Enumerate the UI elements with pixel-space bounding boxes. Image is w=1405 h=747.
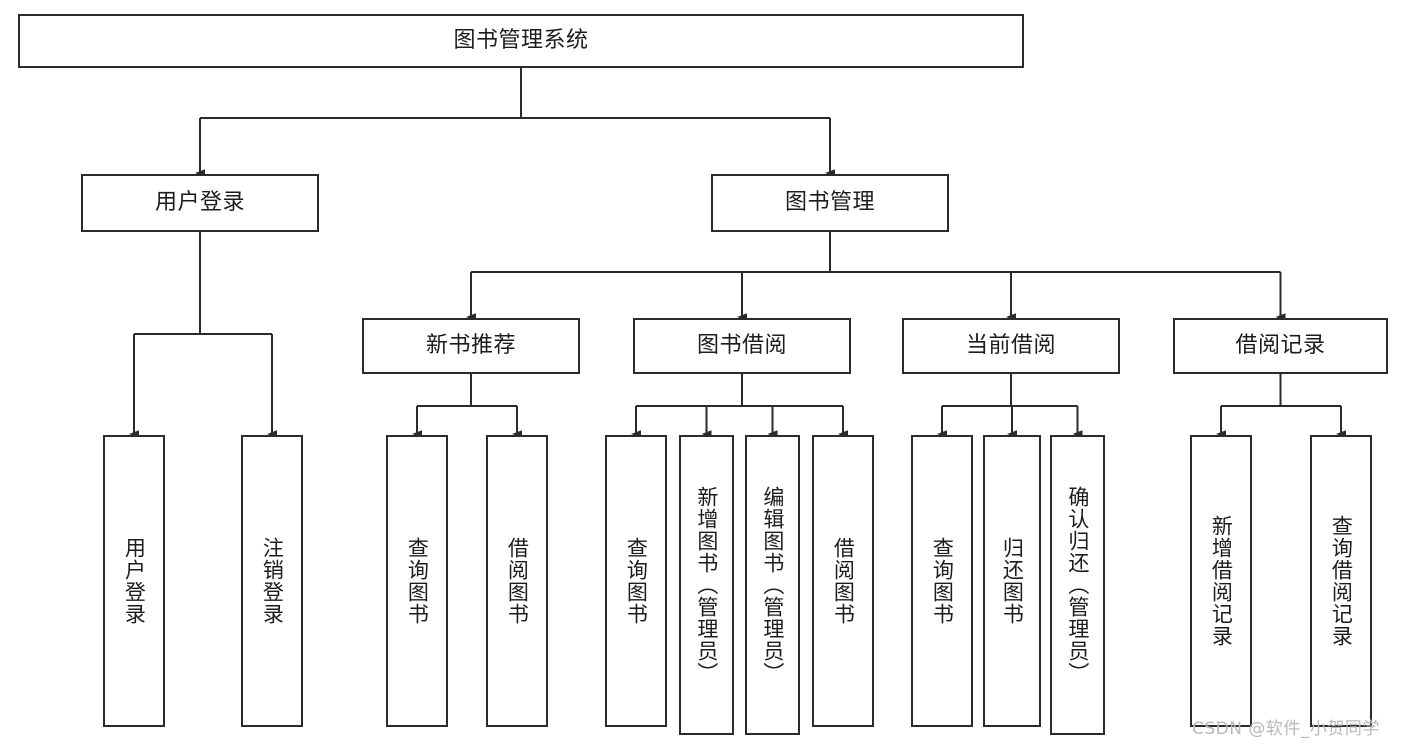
node-leaf-query-book-1-label: 查询图书 (405, 537, 430, 625)
node-leaf-add-borrow-record[interactable]: 新增借阅记录 (1190, 435, 1252, 727)
node-leaf-return-book-label: 归还图书 (1000, 537, 1025, 625)
node-leaf-user-login[interactable]: 用户登录 (103, 435, 165, 727)
node-leaf-query-book-1[interactable]: 查询图书 (386, 435, 448, 727)
csdn-watermark: CSDN @软件_小贺同学 (1192, 719, 1380, 739)
node-book-management-label: 图书管理 (784, 190, 875, 216)
node-leaf-logout-label: 注销登录 (260, 537, 285, 625)
node-borrowing-record[interactable]: 借阅记录 (1173, 318, 1388, 374)
node-leaf-borrow-book-1[interactable]: 借阅图书 (486, 435, 548, 727)
node-leaf-query-book-2[interactable]: 查询图书 (605, 435, 667, 727)
node-leaf-query-book-3-label: 查询图书 (930, 537, 955, 625)
node-current-borrowing[interactable]: 当前借阅 (902, 318, 1120, 374)
node-leaf-add-book[interactable]: 新增图书（管理员） (679, 435, 734, 735)
node-leaf-confirm-return[interactable]: 确认归还（管理员） (1050, 435, 1105, 735)
node-user-login-label: 用户登录 (154, 190, 245, 216)
node-root-label: 图书管理系统 (453, 28, 589, 54)
node-root[interactable]: 图书管理系统 (18, 14, 1024, 68)
node-leaf-edit-book-label: 编辑图书（管理员） (760, 486, 785, 684)
node-leaf-return-book[interactable]: 归还图书 (983, 435, 1041, 727)
node-leaf-query-book-3[interactable]: 查询图书 (911, 435, 973, 727)
node-leaf-edit-book[interactable]: 编辑图书（管理员） (745, 435, 800, 735)
node-leaf-borrow-book-2-label: 借阅图书 (831, 537, 856, 625)
node-book-management[interactable]: 图书管理 (711, 174, 949, 232)
node-leaf-query-borrow-record-label: 查询借阅记录 (1329, 515, 1354, 647)
node-new-book-recommendation-label: 新书推荐 (425, 333, 516, 359)
node-leaf-logout[interactable]: 注销登录 (241, 435, 303, 727)
node-leaf-borrow-book-1-label: 借阅图书 (505, 537, 530, 625)
node-user-login[interactable]: 用户登录 (81, 174, 319, 232)
node-leaf-user-login-label: 用户登录 (122, 537, 147, 625)
node-current-borrowing-label: 当前借阅 (965, 333, 1056, 359)
node-new-book-recommendation[interactable]: 新书推荐 (362, 318, 580, 374)
node-book-borrowing-label: 图书借阅 (696, 333, 787, 359)
connector-lines (129, 68, 1346, 438)
node-borrowing-record-label: 借阅记录 (1235, 333, 1326, 359)
node-leaf-add-borrow-record-label: 新增借阅记录 (1209, 515, 1234, 647)
node-leaf-query-book-2-label: 查询图书 (624, 537, 649, 625)
node-leaf-borrow-book-2[interactable]: 借阅图书 (812, 435, 874, 727)
node-book-borrowing[interactable]: 图书借阅 (633, 318, 851, 374)
node-leaf-add-book-label: 新增图书（管理员） (694, 486, 719, 684)
node-leaf-confirm-return-label: 确认归还（管理员） (1065, 486, 1090, 684)
node-leaf-query-borrow-record[interactable]: 查询借阅记录 (1310, 435, 1372, 727)
